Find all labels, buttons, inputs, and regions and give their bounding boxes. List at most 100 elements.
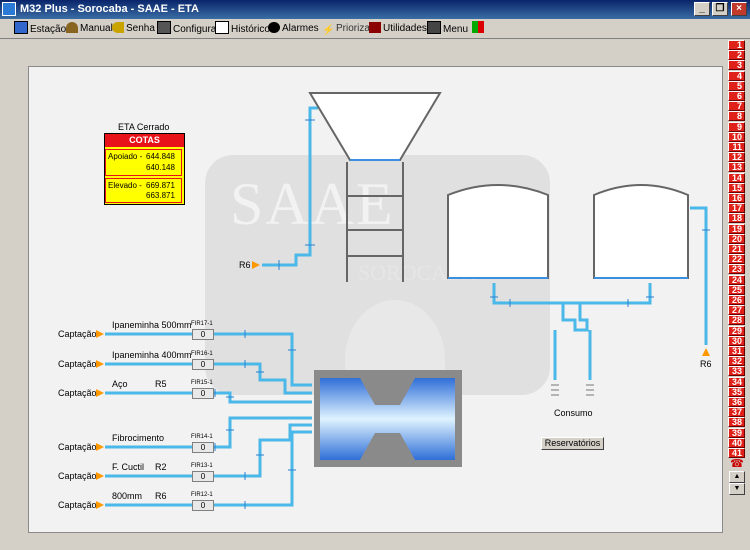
eta-title: ETA Cerrado (118, 122, 170, 132)
station-button[interactable]: 18 (728, 213, 745, 224)
close-button[interactable]: × (731, 2, 747, 16)
station-button[interactable]: 32 (728, 356, 745, 367)
menu-historico[interactable]: Histórico (215, 21, 270, 36)
station-button[interactable]: 31 (728, 346, 745, 356)
station-button[interactable]: 21 (728, 244, 745, 254)
station-button[interactable]: 19 (728, 223, 745, 234)
inflow-value: 0 (192, 442, 214, 453)
elevado-label: Elevado - (108, 181, 142, 190)
station-button[interactable]: 33 (728, 366, 745, 377)
station-button[interactable]: 10 (728, 131, 745, 142)
station-button[interactable]: 40 (728, 437, 745, 448)
station-button[interactable]: 3 (728, 60, 745, 71)
captacao-label: Captação (58, 500, 97, 510)
apoiado-value-2: 640.148 (146, 163, 175, 172)
inflow-extra: R6 (155, 491, 167, 501)
valves (214, 119, 710, 509)
inflow-name: 800mm (112, 491, 143, 501)
station-button[interactable]: 35 (728, 386, 745, 397)
scroll-down-button[interactable]: ▼ (729, 483, 745, 495)
station-button[interactable]: 9 (728, 121, 745, 132)
inflow-name: Ipaneminha 400mm (112, 350, 192, 360)
station-button[interactable]: 8 (728, 111, 745, 122)
station-button[interactable]: 27 (728, 305, 745, 316)
station-button[interactable]: 6 (728, 91, 745, 101)
lightning-icon: ⚡ (322, 25, 335, 36)
station-button[interactable]: 4 (728, 70, 745, 81)
captacao-label: Captação (58, 359, 97, 369)
hopper-stand (346, 162, 404, 282)
consumo-label: Consumo (554, 408, 593, 418)
station-button[interactable]: 14 (728, 172, 745, 183)
station-button[interactable]: 16 (728, 193, 745, 203)
alarm-clock-icon (268, 22, 280, 33)
cotas-title: COTAS (105, 134, 184, 147)
station-button[interactable]: 2 (728, 50, 745, 61)
inflow-name: Fibrocimento (112, 433, 165, 443)
station-button[interactable]: 30 (728, 335, 745, 346)
key-icon (112, 22, 124, 33)
station-button[interactable]: 20 (728, 233, 745, 244)
station-button[interactable]: 11 (728, 142, 745, 152)
config-icon (157, 21, 171, 34)
grid-icon (472, 21, 484, 33)
cotas-panel: COTAS Apoiado - 644.848 640.148 Elevado … (104, 133, 185, 205)
menu-estacao[interactable]: Estação (14, 21, 66, 36)
station-button[interactable]: 28 (728, 315, 745, 326)
menu-alarmes[interactable]: Alarmes (268, 21, 319, 36)
elevado-value-2: 663.871 (146, 191, 175, 200)
menu-manual[interactable]: Manual (66, 21, 113, 36)
inflow-value: 0 (192, 388, 214, 399)
maximize-button[interactable]: ❐ (712, 2, 728, 16)
station-button[interactable]: 5 (728, 80, 745, 91)
station-button[interactable]: 7 (728, 101, 745, 112)
reservatorios-button[interactable]: Reservatórios (541, 437, 604, 450)
r6-right-label: R6 (700, 359, 712, 369)
inflow-value: 0 (192, 359, 214, 370)
elevado-value-1: 669.871 (146, 181, 175, 190)
station-button[interactable]: 22 (728, 254, 745, 265)
station-button[interactable]: 24 (728, 274, 745, 285)
manual-icon (66, 22, 78, 33)
station-button[interactable]: 13 (728, 162, 745, 173)
menu-menu[interactable]: Menu (427, 21, 468, 36)
apoiado-value-1: 644.848 (146, 152, 175, 161)
station-button[interactable]: 12 (728, 152, 745, 163)
r6-left-label: R6 (239, 260, 251, 270)
inflow-tag: FIR13-1 (191, 463, 213, 469)
station-button[interactable]: 29 (728, 325, 745, 336)
cotas-elevado: Elevado - 669.871 663.871 (105, 178, 182, 203)
inflow-arrows (96, 261, 710, 509)
station-button[interactable]: 15 (728, 182, 745, 193)
station-button[interactable]: 1 (728, 40, 745, 50)
station-button[interactable]: 37 (728, 407, 745, 418)
inflow-name: Aço (112, 379, 128, 389)
menu-prioriza[interactable]: ⚡Prioriza (322, 23, 370, 36)
scroll-up-button[interactable]: ▲ (729, 471, 745, 483)
inflow-tag: FIR14-1 (191, 434, 213, 440)
inflow-value: 0 (192, 471, 214, 482)
captacao-label: Captação (58, 471, 97, 481)
menu-senha[interactable]: Senha (112, 21, 155, 36)
station-button[interactable]: 25 (728, 284, 745, 295)
captacao-label: Captação (58, 442, 97, 452)
station-button[interactable]: 41 (728, 448, 745, 458)
minimize-button[interactable]: _ (694, 2, 710, 16)
station-button[interactable]: 23 (728, 264, 745, 275)
station-button[interactable]: 39 (728, 427, 745, 438)
station-button[interactable]: 26 (728, 295, 745, 305)
history-icon (215, 21, 229, 34)
station-button[interactable]: 34 (728, 376, 745, 387)
menu-configura[interactable]: Configura (157, 21, 216, 36)
station-button[interactable]: 36 (728, 397, 745, 407)
inflow-name: F. Cuctil (112, 462, 145, 472)
apoiado-label: Apoiado - (108, 152, 143, 161)
grid-icon-button[interactable] (472, 21, 484, 36)
station-button[interactable]: 38 (728, 417, 745, 428)
phone-icon[interactable]: ☎ (730, 458, 744, 470)
menu-utilidades[interactable]: Utilidades (369, 21, 427, 36)
station-icon (14, 21, 28, 34)
station-button[interactable]: 17 (728, 203, 745, 214)
inflow-tag: FIR15-1 (191, 380, 213, 386)
